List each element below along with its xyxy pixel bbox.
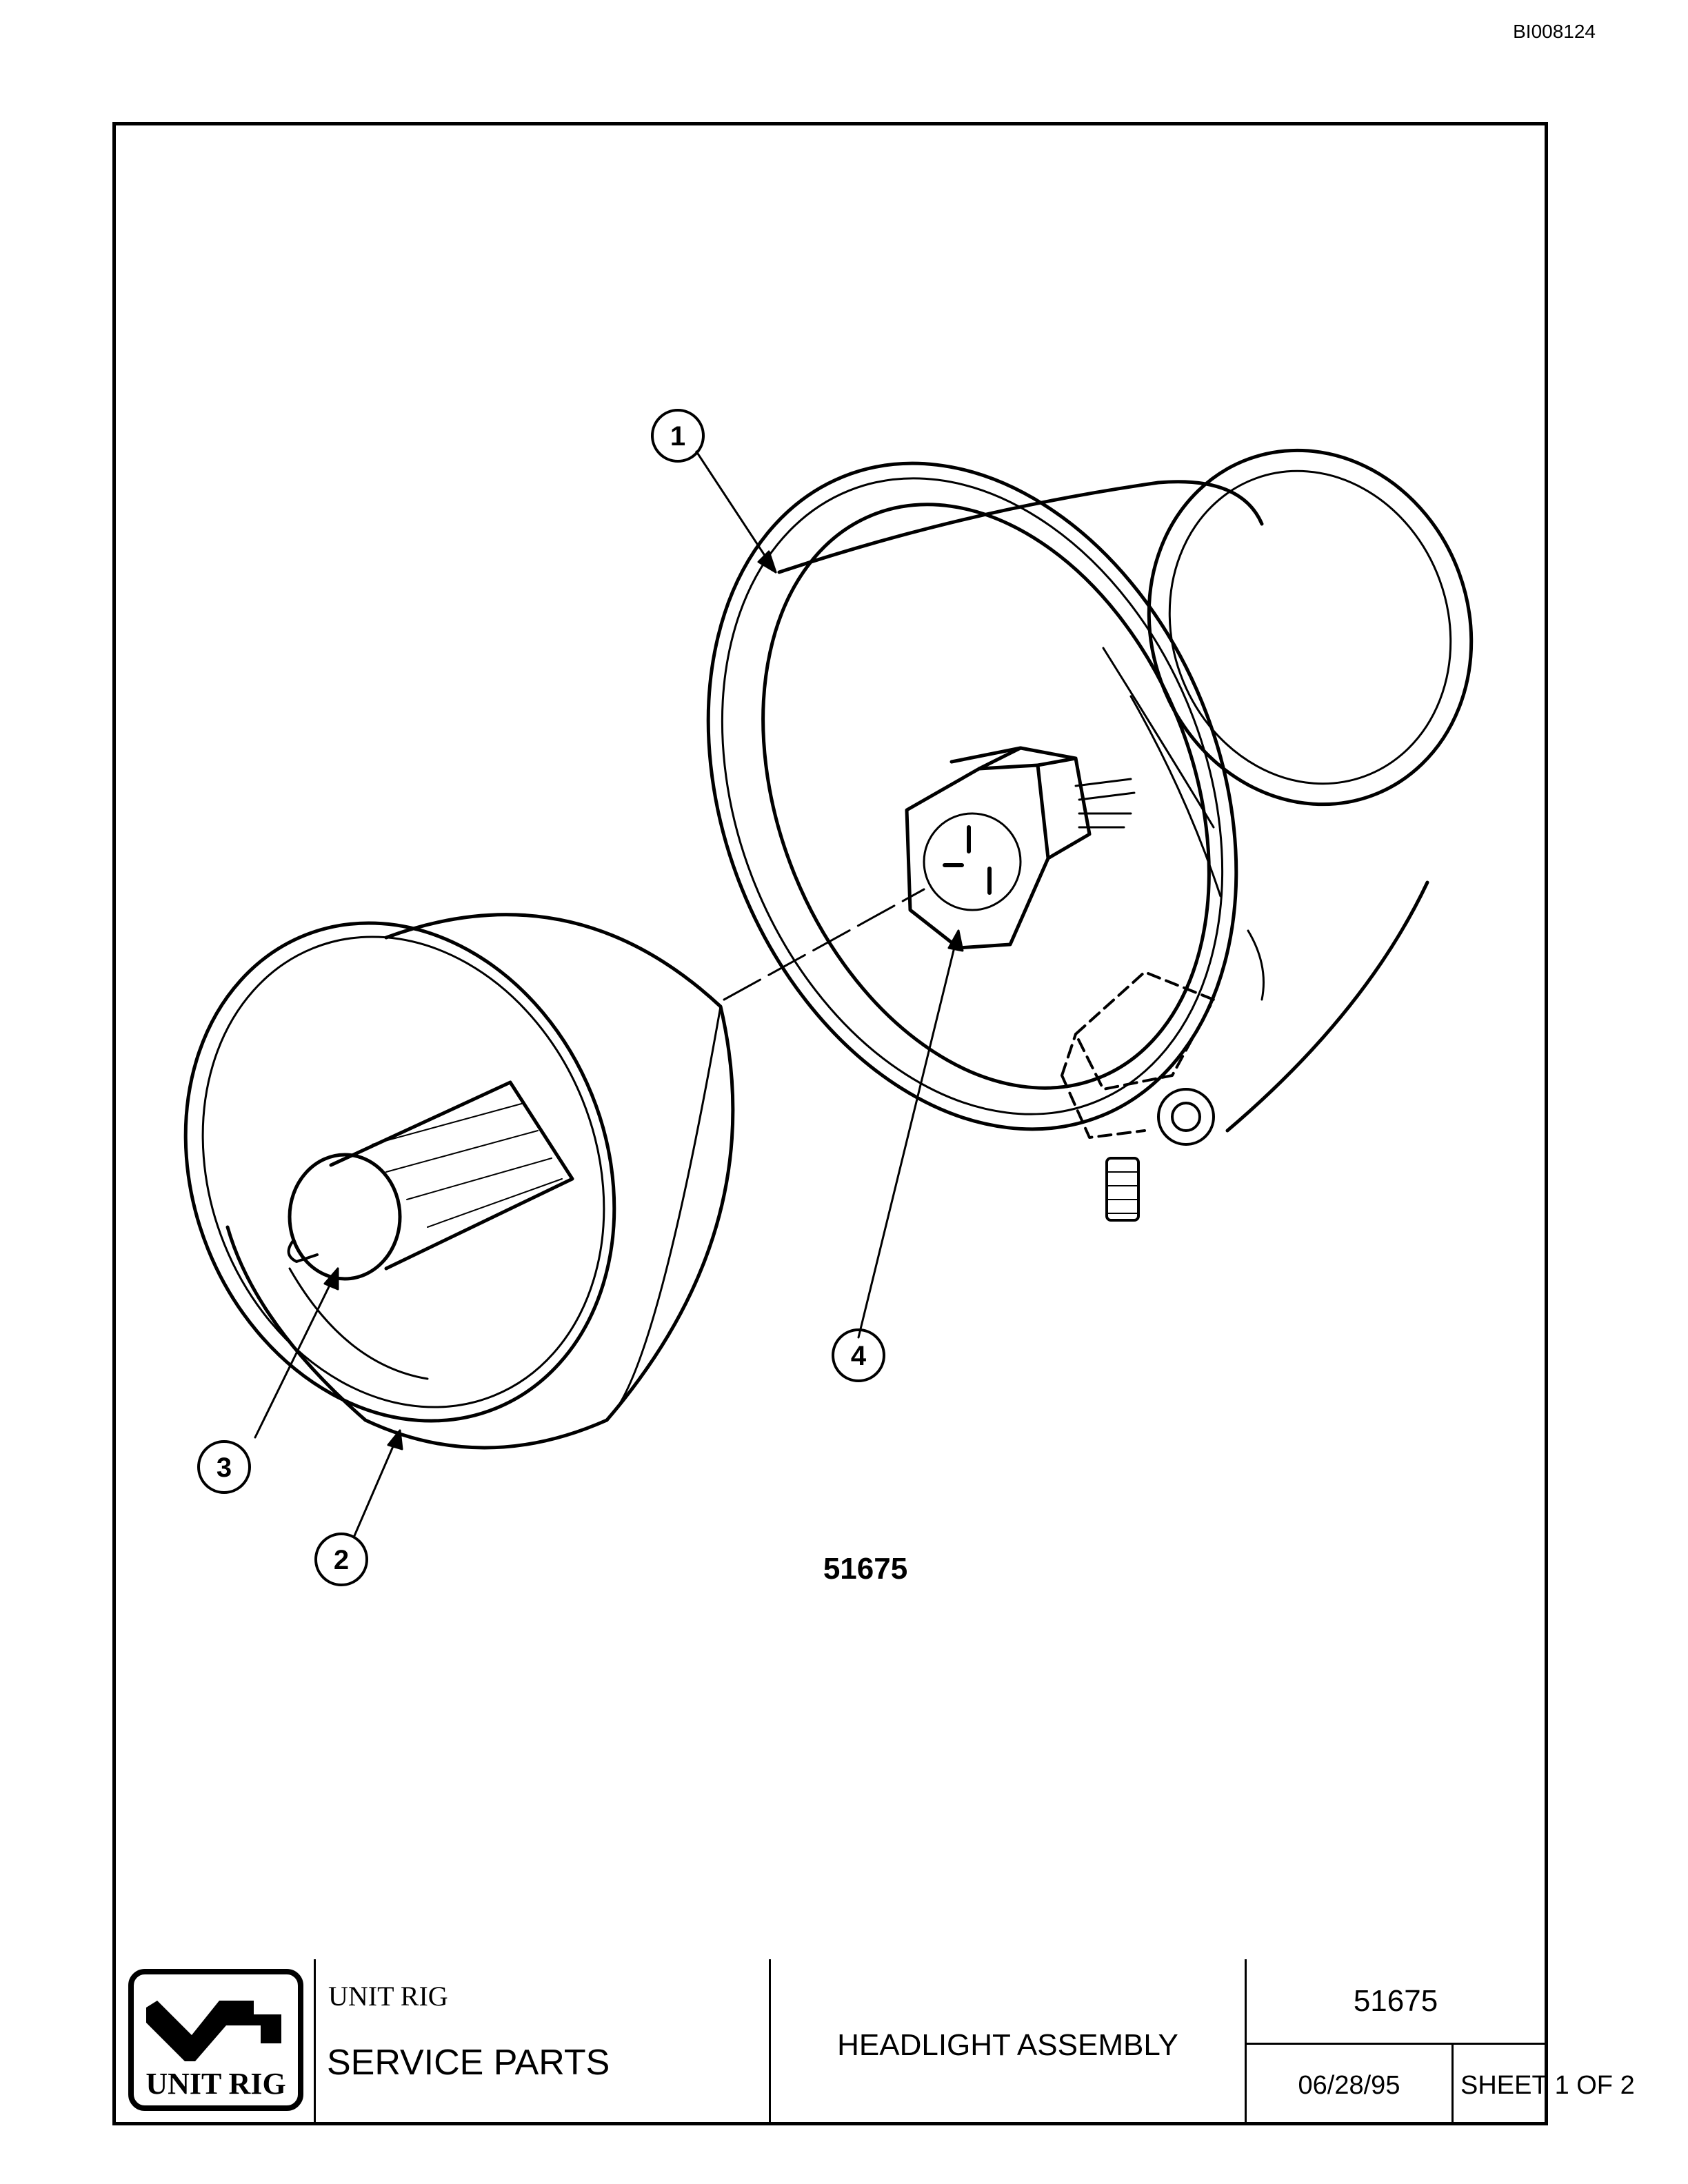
document-id: BI008124 bbox=[1513, 21, 1596, 42]
drawing-title: HEADLIGHT ASSEMBLY bbox=[837, 2028, 1178, 2062]
callout-circles bbox=[197, 409, 885, 1586]
reflector bbox=[183, 913, 735, 1450]
company-name: UNIT RIG bbox=[328, 1981, 448, 2012]
part-number-cell: 51675 bbox=[1247, 1959, 1545, 2045]
sheet-number: SHEET 1 OF 2 bbox=[1460, 2071, 1635, 2100]
leader-lines bbox=[254, 450, 964, 1539]
housing-shell bbox=[706, 448, 1474, 1133]
figure-number: 51675 bbox=[823, 1552, 907, 1586]
callout-2: 2 bbox=[334, 1545, 349, 1575]
mounting-bracket bbox=[1061, 971, 1215, 1222]
assembly-centerline bbox=[723, 888, 925, 1001]
callout-1: 1 bbox=[670, 421, 685, 452]
company-logo: UNIT RIG bbox=[116, 1959, 316, 2122]
svg-text:UNIT RIG: UNIT RIG bbox=[145, 2067, 285, 2101]
socket-connector bbox=[905, 746, 1136, 950]
title-cell: HEADLIGHT ASSEMBLY bbox=[771, 1959, 1247, 2122]
drawing-frame bbox=[112, 122, 1548, 2125]
lamp-bulb bbox=[287, 1080, 574, 1281]
date-cell: 06/28/95 bbox=[1247, 2045, 1454, 2122]
company-cell: UNIT RIG SERVICE PARTS bbox=[316, 1959, 771, 2122]
title-block: UNIT RIG UNIT RIG SERVICE PARTS HEADLIGH… bbox=[116, 1959, 1635, 2122]
part-number: 51675 bbox=[1353, 1984, 1438, 2018]
department-label: SERVICE PARTS bbox=[327, 2043, 610, 2083]
sheet-cell: SHEET 1 OF 2 bbox=[1454, 2045, 1635, 2122]
callout-3: 3 bbox=[217, 1453, 232, 1483]
callout-4: 4 bbox=[851, 1341, 867, 1371]
drawing-date: 06/28/95 bbox=[1298, 2071, 1400, 2100]
